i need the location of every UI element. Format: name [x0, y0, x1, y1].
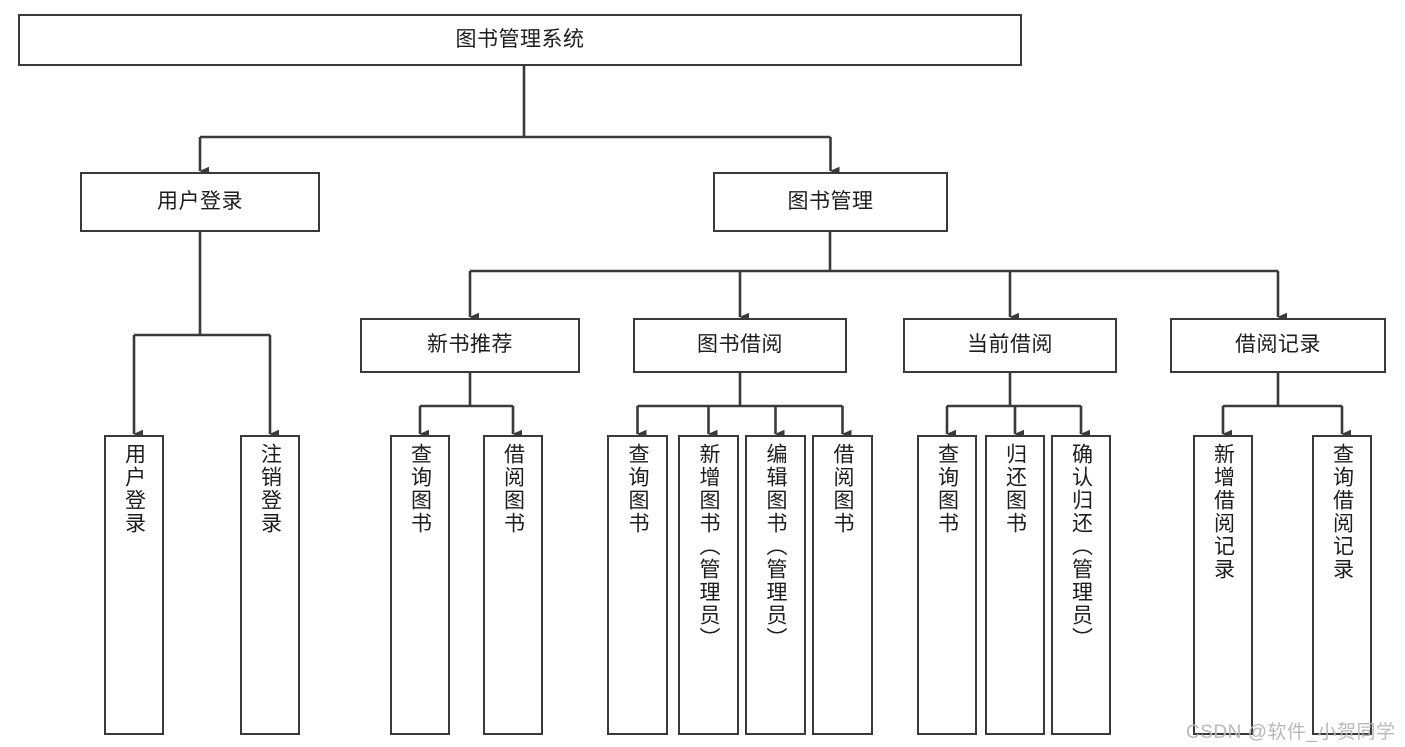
node-label: 借阅图书: [831, 443, 854, 535]
node-label: 用户登录: [157, 189, 243, 213]
node-label: 查询图书: [408, 443, 432, 535]
node-leaf-edit-book[interactable]: 编辑图书（管理员）: [745, 435, 806, 735]
node-current-borrow[interactable]: 当前借阅: [903, 318, 1117, 373]
node-leaf-user-login[interactable]: 用户登录: [104, 435, 164, 735]
node-leaf-query-book-3[interactable]: 查询图书: [917, 435, 977, 735]
node-label: 借阅图书: [501, 443, 525, 535]
node-label: 确认归还（管理员）: [1069, 443, 1093, 650]
node-new-book-rec[interactable]: 新书推荐: [360, 318, 580, 373]
node-book-manage[interactable]: 图书管理: [713, 172, 948, 232]
node-leaf-query-book-2[interactable]: 查询图书: [607, 435, 668, 735]
node-label: 当前借阅: [967, 333, 1053, 357]
node-label: 图书管理系统: [455, 27, 585, 51]
node-leaf-add-record[interactable]: 新增借阅记录: [1193, 435, 1253, 735]
node-leaf-query-book-1[interactable]: 查询图书: [390, 435, 450, 735]
node-leaf-logout[interactable]: 注销登录: [240, 435, 300, 735]
node-label: 归还图书: [1003, 443, 1027, 535]
node-leaf-add-book[interactable]: 新增图书（管理员）: [678, 435, 739, 735]
node-leaf-borrow-book-2[interactable]: 借阅图书: [812, 435, 873, 735]
node-label: 注销登录: [258, 443, 282, 535]
node-label: 用户登录: [122, 443, 146, 535]
node-leaf-borrow-book-1[interactable]: 借阅图书: [483, 435, 543, 735]
node-label: 借阅记录: [1235, 333, 1321, 357]
connector-lines: [132, 66, 1352, 439]
csdn-watermark: CSDN @软件_小贺同学: [1186, 722, 1396, 743]
node-label: 新增借阅记录: [1211, 443, 1235, 581]
node-borrow-record[interactable]: 借阅记录: [1170, 318, 1386, 373]
node-label: 查询图书: [626, 443, 649, 535]
node-leaf-query-record[interactable]: 查询借阅记录: [1312, 435, 1372, 735]
node-label: 查询借阅记录: [1330, 443, 1354, 581]
node-leaf-return-book[interactable]: 归还图书: [985, 435, 1045, 735]
node-label: 新增图书（管理员）: [697, 443, 720, 650]
node-label: 查询图书: [935, 443, 959, 535]
node-root[interactable]: 图书管理系统: [18, 14, 1022, 66]
node-book-borrow[interactable]: 图书借阅: [633, 318, 847, 373]
node-user-login[interactable]: 用户登录: [80, 172, 320, 232]
node-label: 新书推荐: [427, 333, 513, 357]
node-label: 图书管理: [787, 189, 874, 213]
node-label: 图书借阅: [697, 333, 783, 357]
node-label: 编辑图书（管理员）: [764, 443, 787, 650]
node-leaf-confirm-return[interactable]: 确认归还（管理员）: [1051, 435, 1111, 735]
